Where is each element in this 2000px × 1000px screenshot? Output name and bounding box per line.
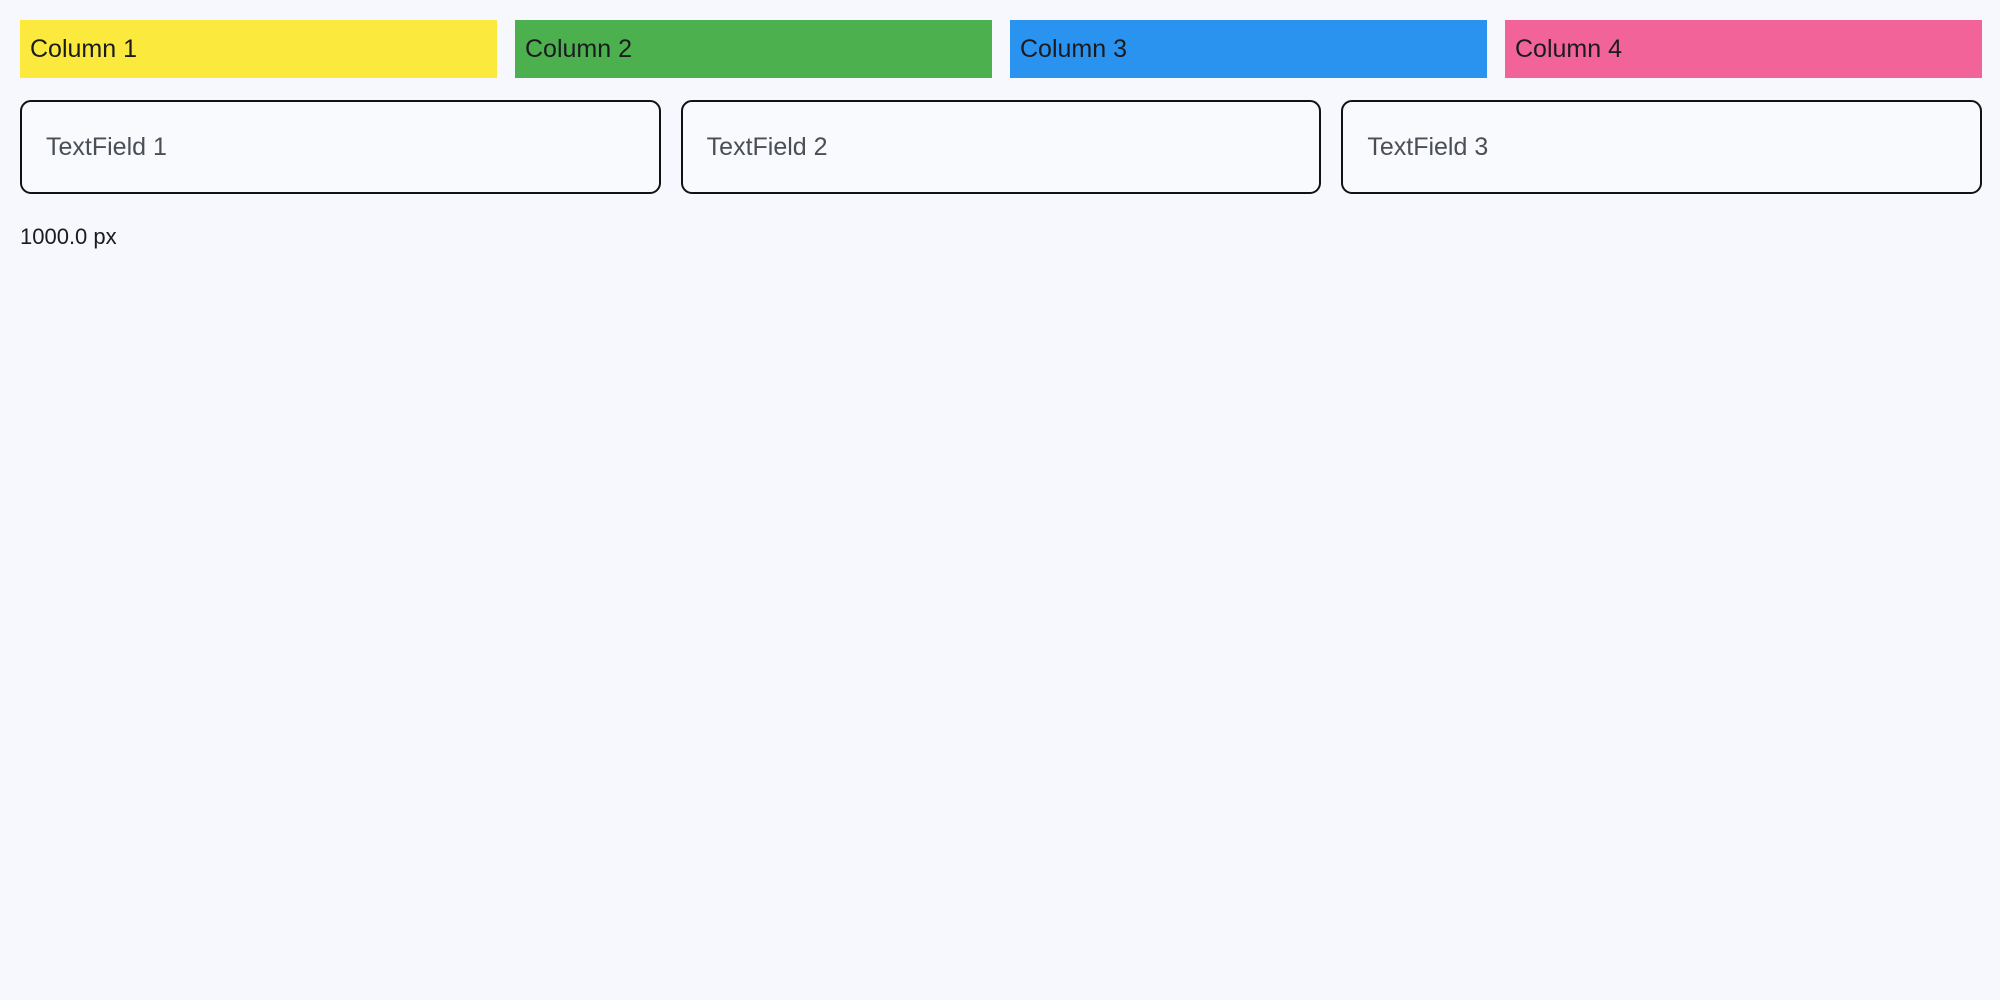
- column-label: Column 2: [525, 34, 632, 63]
- text-field-placeholder: TextField 2: [706, 132, 828, 161]
- column-label: Column 1: [30, 34, 137, 63]
- text-field-2[interactable]: TextField 2: [680, 100, 1322, 194]
- column-label: Column 3: [1020, 34, 1127, 63]
- measurement-row: 1000.0 px: [20, 222, 1980, 252]
- text-field-placeholder: TextField 1: [46, 132, 167, 161]
- text-fields-row: TextField 1 TextField 2 TextField 3: [20, 100, 1983, 194]
- column-box-1[interactable]: Column 1: [20, 20, 497, 78]
- column-label: Column 4: [1515, 34, 1622, 63]
- text-field-3[interactable]: TextField 3: [1341, 100, 1983, 194]
- column-box-3[interactable]: Column 3: [1010, 20, 1487, 78]
- text-field-placeholder: TextField 3: [1367, 132, 1489, 161]
- width-measurement-label: 1000.0 px: [20, 224, 117, 249]
- column-box-4[interactable]: Column 4: [1505, 20, 1982, 78]
- columns-row: Column 1 Column 2 Column 3 Column 4: [20, 20, 1982, 78]
- text-field-1[interactable]: TextField 1: [20, 100, 661, 194]
- column-box-2[interactable]: Column 2: [515, 20, 992, 78]
